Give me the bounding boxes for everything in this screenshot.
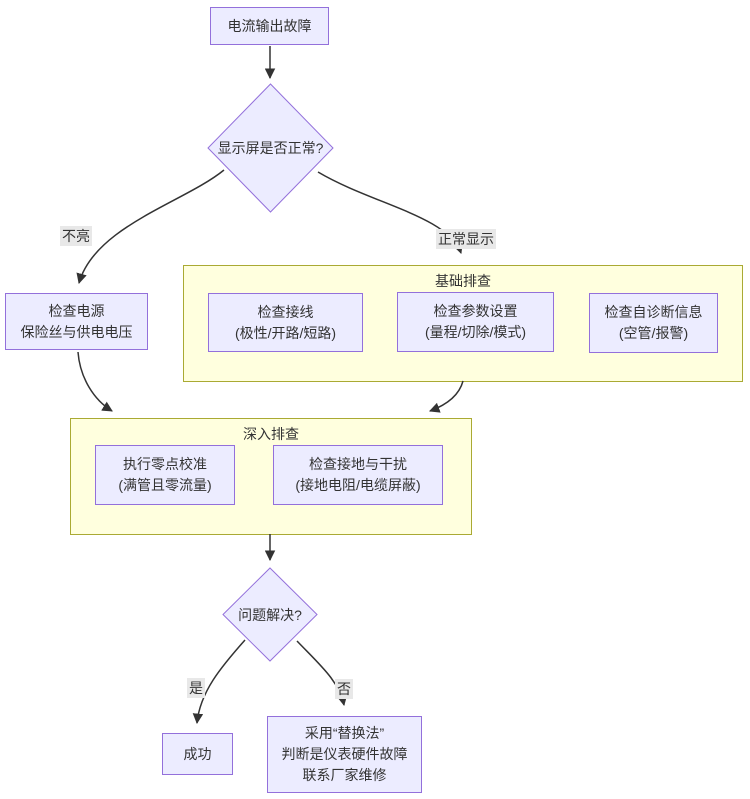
node-check-diag-line1: 检查自诊断信息	[604, 304, 703, 320]
node-check-params-line2: (量程/切除/模式)	[424, 324, 527, 340]
node-check-ground-line1: 检查接地与干扰	[309, 456, 407, 472]
edge-label-normal-display: 正常显示	[436, 229, 496, 249]
node-replace-line1: 采用“替换法”	[304, 725, 385, 741]
node-check-power-line1: 检查电源	[48, 302, 105, 319]
node-check-ground: 检查接地与干扰 (接地电阻/电缆屏蔽)	[273, 445, 443, 505]
node-check-wiring: 检查接线 (极性/开路/短路)	[208, 293, 363, 352]
node-success-text: 成功	[183, 745, 212, 762]
decision-solved-text: 问题解决?	[238, 606, 302, 623]
node-replace-line2: 判断是仪表硬件故障	[281, 746, 408, 762]
cluster-deep-label: 深入排查	[243, 426, 299, 442]
node-check-diag: 检查自诊断信息 (空管/报警)	[589, 293, 718, 353]
node-check-ground-line2: (接地电阻/电缆屏蔽)	[295, 477, 421, 493]
decision-display-ok: 显示屏是否正常?	[207, 83, 334, 213]
node-zero-cal-line2: (满管且零流量)	[118, 477, 212, 493]
edge-label-no: 否	[335, 679, 353, 699]
node-check-wiring-line1: 检查接线	[257, 303, 314, 320]
cluster-basic-label: 基础排查	[435, 273, 491, 289]
edge-label-yes: 是	[187, 678, 205, 698]
decision-solved: 问题解决?	[222, 567, 318, 662]
node-zero-cal-line1: 执行零点校准	[123, 456, 207, 472]
node-check-power: 检查电源 保险丝与供电电压	[5, 293, 148, 350]
decision-display-ok-text: 显示屏是否正常?	[217, 140, 324, 156]
node-start: 电流输出故障	[210, 7, 329, 45]
node-start-text: 电流输出故障	[227, 17, 312, 34]
node-check-params: 检查参数设置 (量程/切除/模式)	[397, 292, 554, 352]
node-check-diag-line2: (空管/报警)	[618, 325, 689, 341]
node-success: 成功	[162, 733, 233, 775]
node-replace: 采用“替换法” 判断是仪表硬件故障 联系厂家维修	[267, 716, 422, 793]
node-zero-cal: 执行零点校准 (满管且零流量)	[95, 445, 235, 505]
edge-power-to-deep	[77, 351, 113, 412]
node-check-params-line1: 检查参数设置	[433, 303, 518, 319]
edge-basic-to-deep	[429, 380, 464, 413]
edge-label-not-lit: 不亮	[60, 226, 92, 246]
diamond-shape	[222, 567, 318, 662]
node-check-wiring-line2: (极性/开路/短路)	[234, 324, 337, 341]
node-check-power-line2: 保险丝与供电电压	[20, 323, 133, 340]
node-replace-line3: 联系厂家维修	[302, 767, 387, 783]
diamond-shape	[207, 83, 334, 213]
